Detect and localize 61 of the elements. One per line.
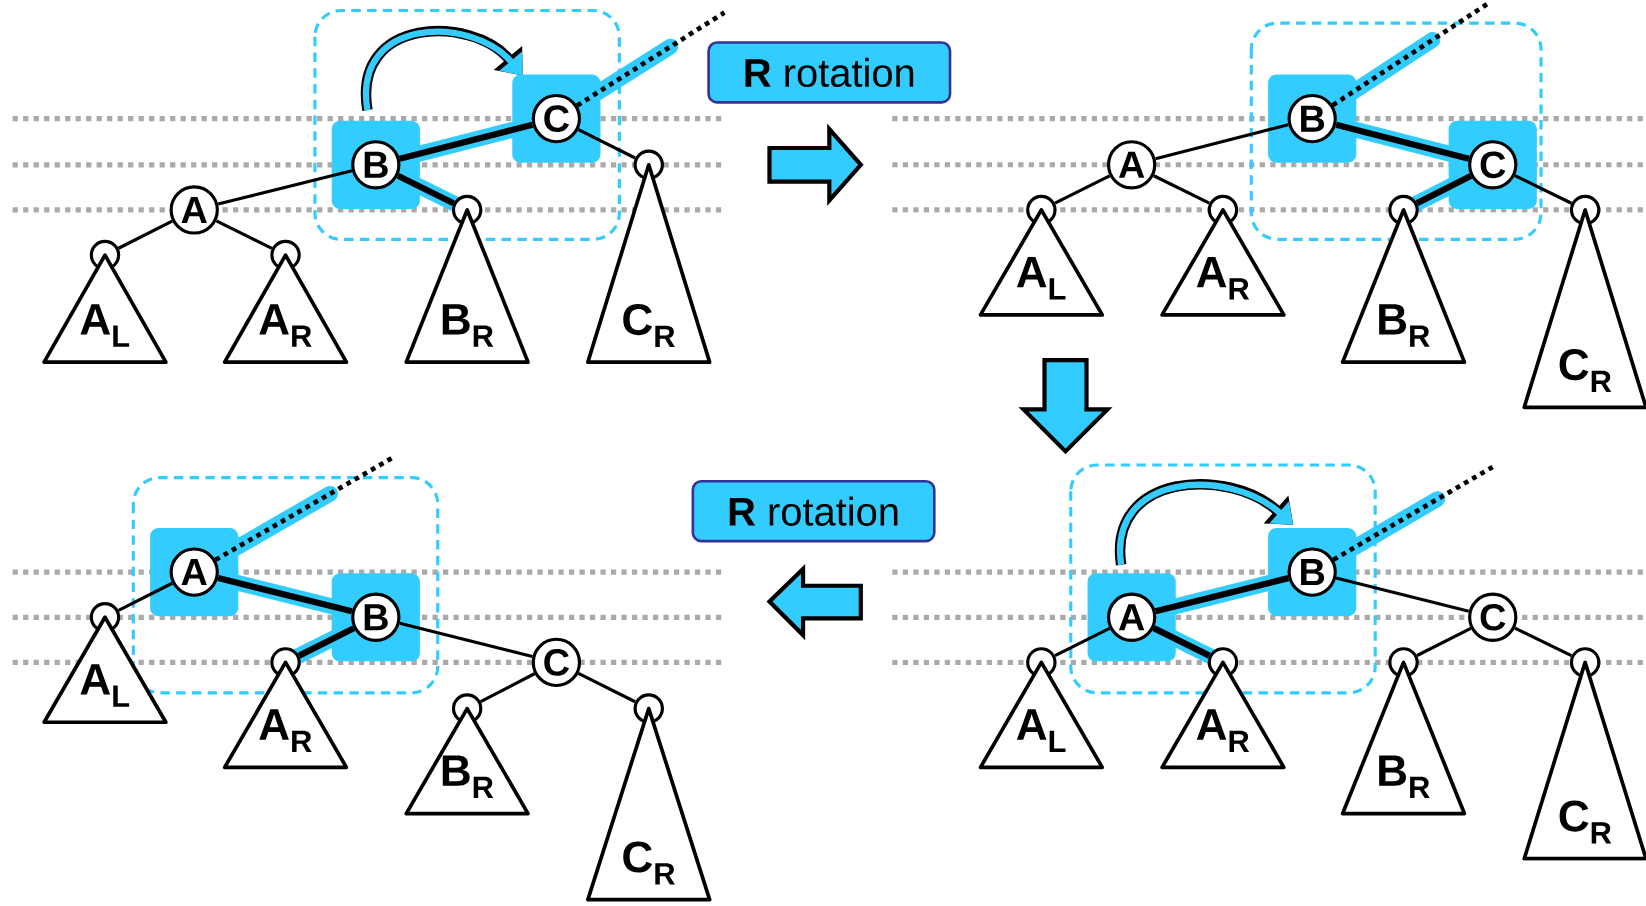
tree-edge: [1154, 575, 1290, 615]
subtree-root: [1569, 194, 1601, 226]
subtree-triangle: B$_{R}$: [404, 208, 530, 365]
tree-edge: [1335, 121, 1470, 162]
tree-edge: [117, 219, 173, 250]
tree-edge: [1153, 174, 1210, 205]
tree-edge: [1155, 123, 1289, 161]
tree-edge: [217, 575, 353, 615]
subtree-triangle: A$_{R}$: [1160, 208, 1286, 317]
tree-edge: [575, 10, 726, 108]
tree-node: A: [1106, 140, 1157, 190]
node-label: C$_{R}$: [1559, 349, 1612, 393]
tree-node: A: [1106, 592, 1157, 642]
tree-edge: [215, 219, 273, 250]
tree-edge: [1152, 625, 1211, 659]
tree-edge: [1331, 1, 1490, 108]
subtree-triangle: A$_{R}$: [222, 660, 349, 770]
tree-node: A: [169, 185, 219, 235]
subtree-triangle: C$_{R}$: [586, 706, 712, 902]
operation-label: R rotation: [691, 480, 936, 543]
subtree-root: [1569, 647, 1601, 678]
subtree-triangle: B$_{R}$: [1340, 660, 1467, 816]
tree-edge: [214, 455, 394, 562]
tree-edge: [1335, 576, 1470, 613]
tree-edge: [297, 625, 356, 659]
subtree-triangle: A$_{R}$: [222, 253, 349, 365]
operation-label: R rotation: [707, 41, 952, 104]
tree-node: C: [531, 637, 582, 688]
tree-node: B: [1287, 547, 1337, 597]
subtree-triangle: A$_{L}$: [978, 208, 1105, 317]
tree-edge: [117, 581, 173, 612]
tree-node: B: [351, 140, 401, 190]
tree-node: C: [1468, 592, 1518, 642]
subtree-triangle: A$_{R}$: [1160, 660, 1286, 770]
tree-edge: [1415, 173, 1473, 206]
subtree-triangle: A$_{L}$: [42, 615, 168, 725]
tree-edge: [1514, 174, 1573, 205]
subtree-triangle: C$_{R}$: [586, 163, 712, 365]
tree-node: B: [1287, 94, 1337, 144]
tree-edge: [479, 672, 536, 703]
subtree-triangle: A$_{L}$: [978, 660, 1105, 770]
node-label: C$_{R}$: [1559, 800, 1612, 844]
tree-node: B: [351, 592, 401, 642]
tree-edge: [1416, 627, 1472, 657]
tree-node: C: [531, 94, 582, 144]
tree-edge: [396, 172, 455, 207]
subtree-triangle: B$_{R}$: [1340, 208, 1467, 365]
subtree-triangle: C$_{R}$: [1522, 660, 1646, 861]
tree-edge: [399, 621, 533, 658]
tree-edge: [1054, 174, 1111, 205]
tree-edge: [577, 128, 636, 160]
subtree-triangle: B$_{R}$: [404, 706, 530, 816]
tree-edge: [1054, 626, 1111, 658]
subtree-triangle: C$_{R}$: [1522, 208, 1646, 410]
subtree-triangle: A$_{L}$: [42, 253, 168, 365]
tree-edge: [1514, 626, 1573, 658]
tree-node: C: [1468, 140, 1518, 190]
tree-node: A: [169, 547, 219, 597]
tree-edge: [577, 672, 636, 704]
tree-edge: [398, 121, 534, 162]
tree-edge: [217, 169, 353, 206]
